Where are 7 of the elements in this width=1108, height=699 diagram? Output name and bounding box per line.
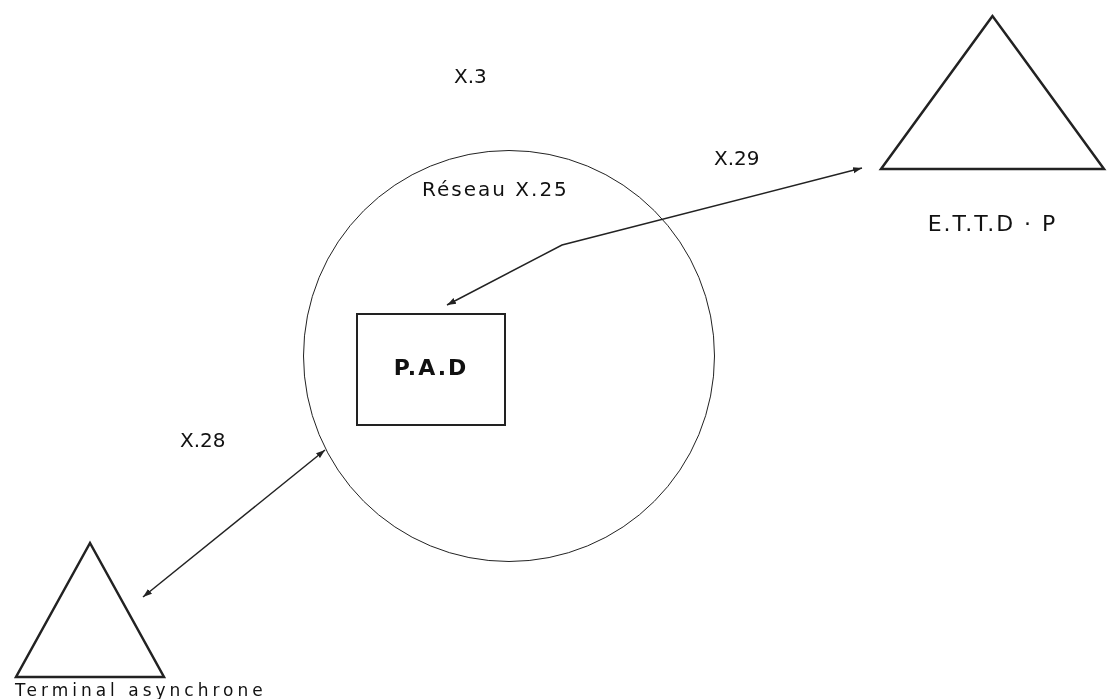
process-box: [356, 313, 506, 426]
arrow: [142, 449, 326, 598]
node-caption: Terminal asynchrone: [15, 680, 267, 699]
node-label: Réseau X.25: [422, 177, 569, 201]
node-caption: E.T.T.D · P: [926, 211, 1059, 236]
arrow: [446, 167, 863, 306]
node-label: P.A.D: [392, 355, 470, 380]
